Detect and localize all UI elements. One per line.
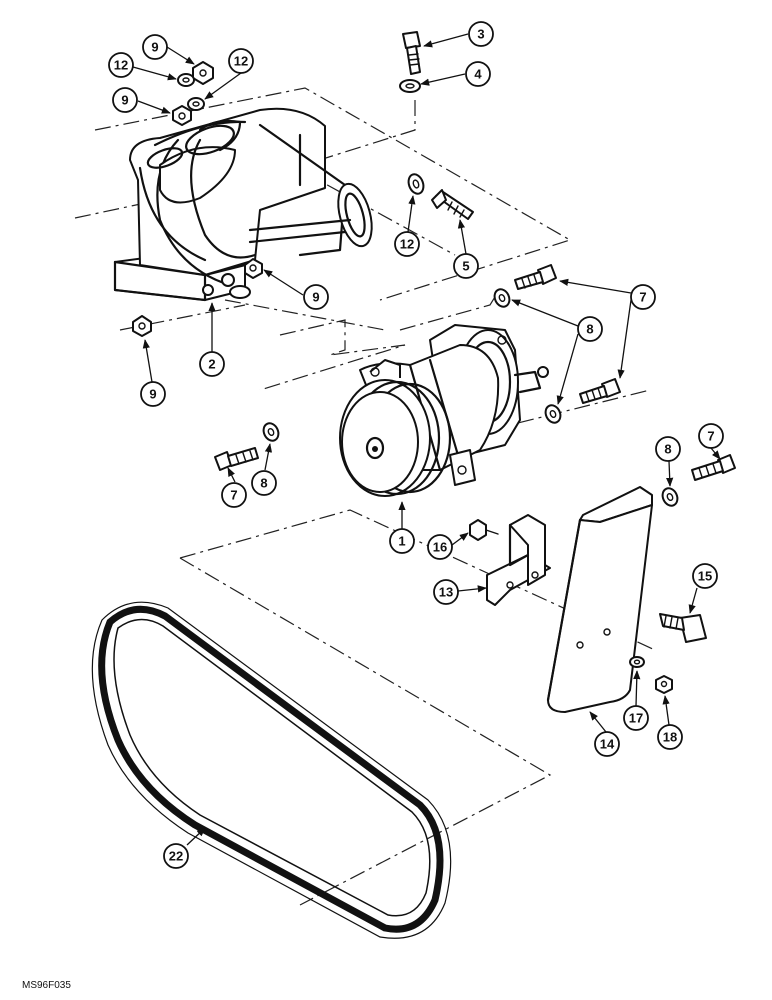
svg-text:14: 14 (600, 737, 615, 752)
callout-8a: 8 (577, 316, 603, 342)
svg-text:17: 17 (629, 711, 643, 726)
svg-text:12: 12 (234, 54, 248, 69)
svg-text:2: 2 (208, 357, 215, 372)
nut-9-lower (132, 315, 152, 337)
callout-7a: 7 (630, 284, 656, 310)
callout-4: 4 (465, 61, 491, 87)
callout-3: 3 (468, 21, 494, 47)
svg-text:8: 8 (260, 476, 267, 491)
callout-7b: 7 (221, 482, 247, 508)
callout-9c: 9 (303, 284, 329, 310)
callout-9d: 9 (140, 381, 166, 407)
adjuster-plate-14 (546, 486, 653, 713)
nut-9-bracket (244, 258, 263, 279)
svg-text:16: 16 (433, 540, 447, 555)
svg-text:9: 9 (121, 93, 128, 108)
callout-15: 15 (692, 563, 718, 589)
drive-belt-22 (91, 601, 452, 939)
svg-text:1: 1 (398, 534, 405, 549)
callout-1: 1 (389, 528, 415, 554)
callout-22: 22 (163, 843, 189, 869)
callout-8c: 8 (655, 436, 681, 462)
compressor-fasteners (214, 264, 736, 507)
callout-13: 13 (433, 579, 459, 605)
svg-text:9: 9 (312, 290, 319, 305)
svg-text:8: 8 (586, 322, 593, 337)
svg-text:13: 13 (439, 585, 453, 600)
callout-16: 16 (427, 534, 453, 560)
svg-text:12: 12 (400, 237, 414, 252)
svg-text:15: 15 (698, 569, 712, 584)
svg-text:7: 7 (230, 488, 237, 503)
callout-7c: 7 (698, 423, 724, 449)
callout-14: 14 (594, 731, 620, 757)
callout-12c: 12 (394, 231, 420, 257)
leader-lines (132, 33, 721, 846)
svg-text:5: 5 (462, 259, 469, 274)
svg-text:7: 7 (707, 429, 714, 444)
fasteners-top (132, 61, 263, 337)
callout-12a: 12 (108, 52, 134, 78)
bolt-15-washer-17-nut-18 (629, 613, 707, 694)
callout-17: 17 (623, 705, 649, 731)
compressor-mounting-bracket (113, 107, 373, 302)
callout-9b: 9 (112, 87, 138, 113)
ac-compressor (339, 324, 549, 497)
callout-8b: 8 (251, 470, 277, 496)
svg-text:9: 9 (151, 40, 158, 55)
svg-text:4: 4 (474, 67, 482, 82)
svg-text:8: 8 (664, 442, 671, 457)
svg-text:3: 3 (477, 27, 484, 42)
nut-9-mid (172, 105, 192, 126)
bolt-3-and-washer-4 (399, 31, 421, 93)
svg-text:7: 7 (639, 290, 646, 305)
callout-5: 5 (453, 253, 479, 279)
svg-text:9: 9 (149, 387, 156, 402)
svg-text:12: 12 (114, 58, 128, 73)
nut-9-top (192, 61, 214, 85)
svg-text:18: 18 (663, 730, 677, 745)
washer-12-right (187, 97, 205, 111)
washer-12-left (177, 73, 195, 87)
callout-2: 2 (199, 351, 225, 377)
callout-12b: 12 (228, 48, 254, 74)
support-bracket-13 (469, 514, 551, 606)
callout-9a: 9 (142, 34, 168, 60)
svg-text:22: 22 (169, 849, 183, 864)
figure-code: MS96F035 (22, 980, 71, 991)
callout-18: 18 (657, 724, 683, 750)
washer-12-and-bolt-5 (407, 173, 474, 220)
